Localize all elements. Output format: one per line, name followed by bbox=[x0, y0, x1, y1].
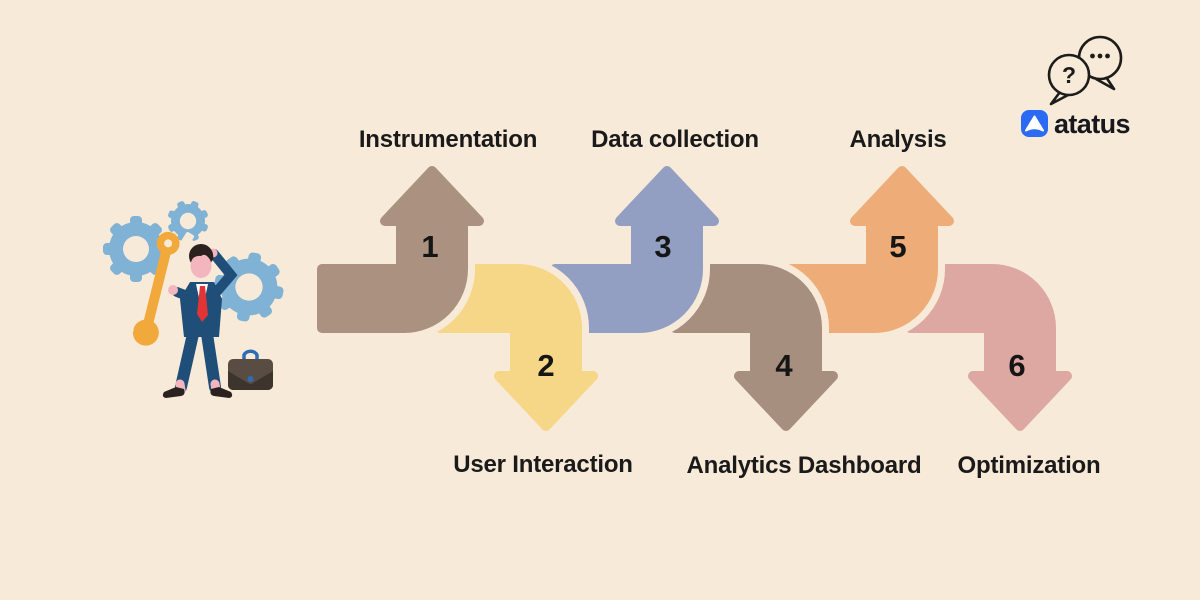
dots-icon bbox=[1090, 53, 1110, 59]
step-number-3: 3 bbox=[654, 229, 671, 264]
step-arrow-6 bbox=[905, 264, 1072, 431]
atatus-logo: atatus bbox=[1021, 109, 1131, 139]
wrench-icon bbox=[117, 231, 194, 346]
atatus-triangle-icon bbox=[1025, 115, 1044, 132]
brand-wordmark: atatus bbox=[1054, 109, 1130, 139]
step-number-1: 1 bbox=[421, 229, 438, 264]
businessman-figure bbox=[117, 231, 238, 398]
step-arrow-1 bbox=[317, 166, 484, 333]
step-label-user-interaction: User Interaction bbox=[453, 451, 633, 478]
question-mark: ? bbox=[1062, 62, 1076, 88]
step-label-analytics-dashboard: Analytics Dashboard bbox=[687, 452, 922, 479]
step-arrow-2 bbox=[435, 264, 598, 431]
step-label-analysis: Analysis bbox=[849, 126, 946, 153]
step-label-instrumentation: Instrumentation bbox=[359, 126, 537, 153]
step-number-2: 2 bbox=[537, 348, 554, 383]
step-labels: Instrumentation Data collection Analysis… bbox=[359, 126, 1101, 479]
briefcase-icon bbox=[228, 349, 273, 390]
step-label-data-collection: Data collection bbox=[591, 126, 759, 153]
step-number-6: 6 bbox=[1008, 348, 1025, 383]
confused-engineer-illustration bbox=[103, 201, 284, 398]
step-label-optimization: Optimization bbox=[958, 452, 1101, 479]
step-number-4: 4 bbox=[775, 348, 793, 383]
step-arrow-3 bbox=[550, 166, 719, 333]
brand-area: ? atatus bbox=[1021, 35, 1131, 139]
step-arrow-4 bbox=[670, 264, 838, 431]
speech-bubble-dots bbox=[1077, 35, 1123, 91]
step-arrow-5 bbox=[785, 166, 954, 333]
step-number-5: 5 bbox=[889, 229, 906, 264]
speech-bubble-question: ? bbox=[1047, 53, 1091, 106]
gear-icon bbox=[103, 201, 284, 322]
process-flow: 1 2 3 4 5 6 bbox=[310, 159, 1079, 438]
